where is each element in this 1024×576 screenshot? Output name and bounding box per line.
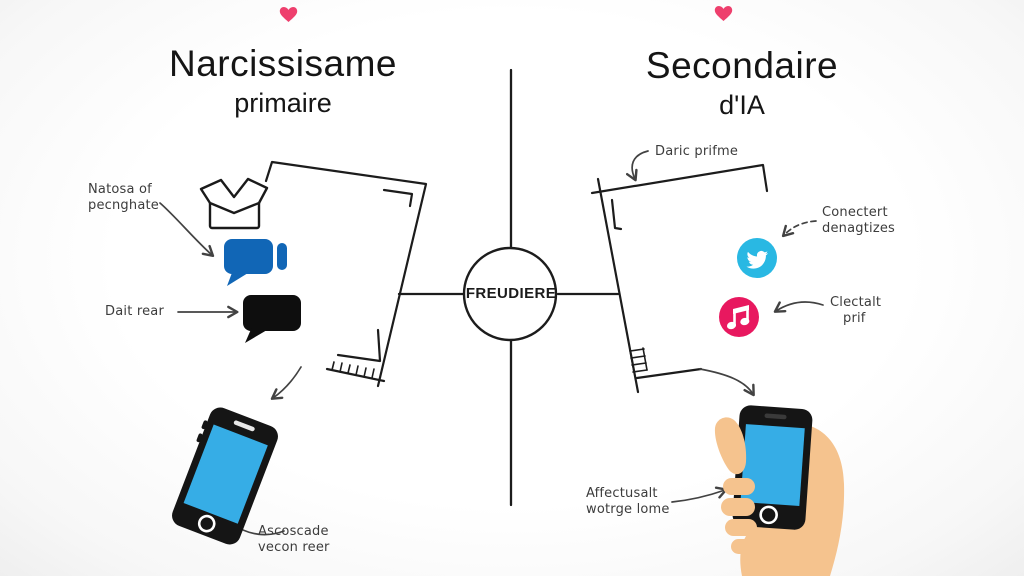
phone-home-button	[197, 514, 216, 533]
arrow-clectalt	[773, 301, 824, 313]
annotation-daric: Daric prifme	[655, 144, 739, 159]
annotation-ascoscade: Ascoscade vecon reer	[258, 524, 330, 555]
arrow-natosa	[159, 202, 215, 258]
right-title-block: Secondaire d'IA	[612, 47, 872, 121]
heart-icon-left	[279, 7, 298, 22]
phone-home-button	[759, 505, 778, 525]
phone-screen	[740, 424, 805, 507]
left-title-block: Narcissisame primaire	[153, 45, 413, 119]
annotation-clectalt: Clectalt prif	[830, 295, 882, 326]
left-frame-sketch	[264, 160, 428, 388]
chat-bubble-black-icon	[243, 295, 301, 343]
phone-screen	[183, 424, 268, 524]
chat-bubble-blue-icon	[224, 239, 287, 286]
annotation-arrows	[159, 150, 824, 536]
heart-icon-right	[714, 6, 733, 21]
arrow-left-frame-to-phone	[270, 366, 302, 400]
hub-label: FREUDIERE	[465, 285, 557, 302]
arrow-conectert	[781, 220, 817, 238]
envelope-icon	[199, 177, 269, 230]
smartphone-left	[172, 407, 278, 545]
center-axis-lines	[397, 68, 620, 507]
music-icon	[719, 297, 759, 337]
left-subtitle: primaire	[234, 88, 332, 118]
annotation-dait: Dait rear	[105, 304, 164, 319]
right-subtitle: d'IA	[719, 90, 765, 120]
twitter-icon	[737, 238, 777, 278]
annotation-conectert: Conectert denagtizes	[822, 205, 896, 236]
arrow-affectusalt	[671, 486, 728, 503]
hub-circle	[462, 246, 558, 342]
annotation-natosa: Natosa of pecnghate	[88, 182, 159, 213]
right-title: Secondaire	[645, 45, 839, 86]
right-frame-sketch	[590, 163, 769, 394]
left-title: Narcissisame	[168, 43, 398, 84]
arrow-right-frame-to-phone	[699, 368, 755, 397]
annotation-affectusalt: Affectusalt wotrge lome	[586, 486, 670, 517]
phone-speaker	[233, 420, 255, 432]
smartphone-right	[732, 405, 813, 530]
hand-fingers	[714, 417, 759, 554]
arrow-daric	[625, 150, 649, 182]
phone-speaker	[764, 413, 787, 420]
